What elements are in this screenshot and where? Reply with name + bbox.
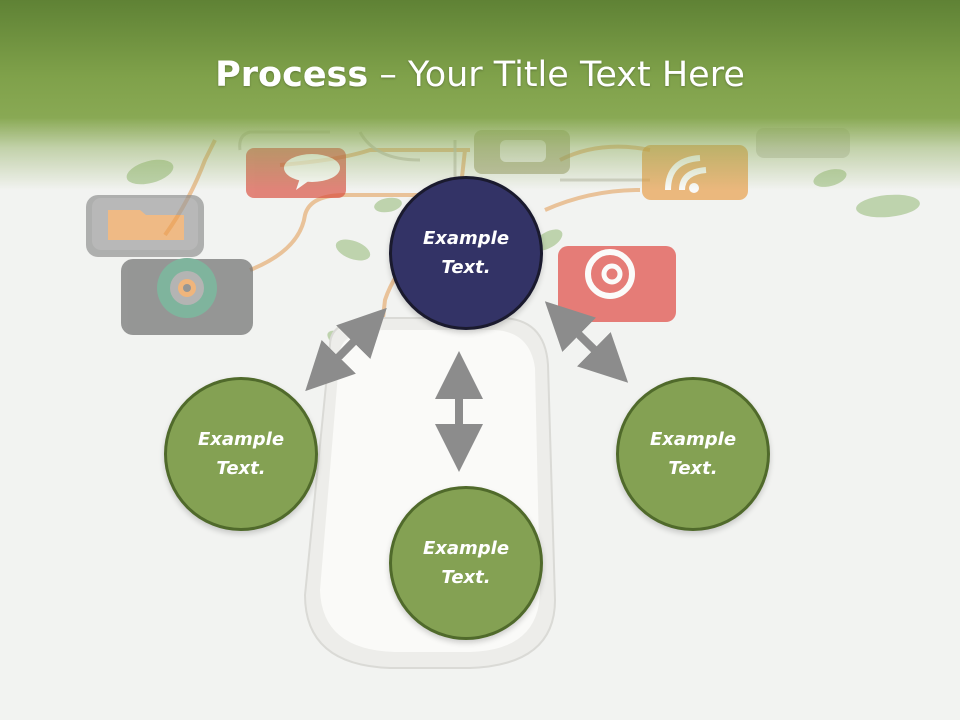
folder-icon <box>86 195 204 257</box>
node-right[interactable]: Example Text. <box>616 377 770 531</box>
node-left-text: Example Text. <box>197 429 285 479</box>
node-top[interactable]: Example Text. <box>389 176 543 330</box>
node-top-text: Example Text. <box>422 228 510 278</box>
title-bold: Process <box>215 55 369 95</box>
node-right-text: Example Text. <box>649 429 737 479</box>
node-bottom[interactable]: Example Text. <box>389 486 543 640</box>
header-band <box>0 0 960 190</box>
target-icon <box>121 258 253 335</box>
arrow-top-right <box>544 301 629 383</box>
title-rest: – Your Title Text Here <box>368 55 745 95</box>
slide-title: Process – Your Title Text Here <box>0 52 960 98</box>
arrow-top-left <box>305 307 387 392</box>
node-bottom-text: Example Text. <box>422 538 510 588</box>
node-left[interactable]: Example Text. <box>164 377 318 531</box>
